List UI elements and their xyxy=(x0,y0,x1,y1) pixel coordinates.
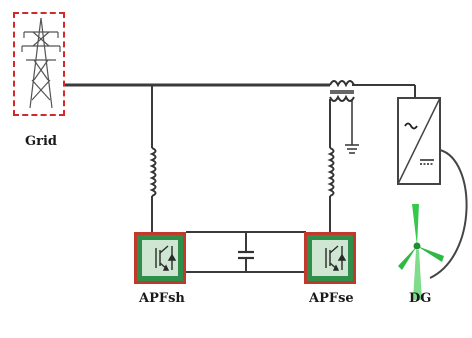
dc-capacitor-icon xyxy=(238,250,254,260)
ground-icon xyxy=(345,99,359,154)
transmission-tower-icon xyxy=(21,17,61,109)
grid-label: Grid xyxy=(25,134,57,149)
dc-link xyxy=(186,231,306,273)
dg-label: DG xyxy=(409,291,432,306)
apf-shunt-block xyxy=(134,232,186,284)
series-inductor-icon xyxy=(327,147,335,197)
inverter-icon xyxy=(397,97,441,185)
igbt-switch-icon xyxy=(325,245,347,271)
apf-series-label: APFse xyxy=(309,291,354,306)
wind-turbine-icon xyxy=(398,204,444,300)
grid-frame xyxy=(13,12,65,116)
series-transformer-icon xyxy=(329,80,355,102)
apf-series-block xyxy=(304,232,356,284)
dg-connection xyxy=(429,149,468,279)
igbt-switch-icon xyxy=(155,245,177,271)
shunt-inductor-icon xyxy=(149,147,157,197)
apf-shunt-label: APFsh xyxy=(139,291,185,306)
